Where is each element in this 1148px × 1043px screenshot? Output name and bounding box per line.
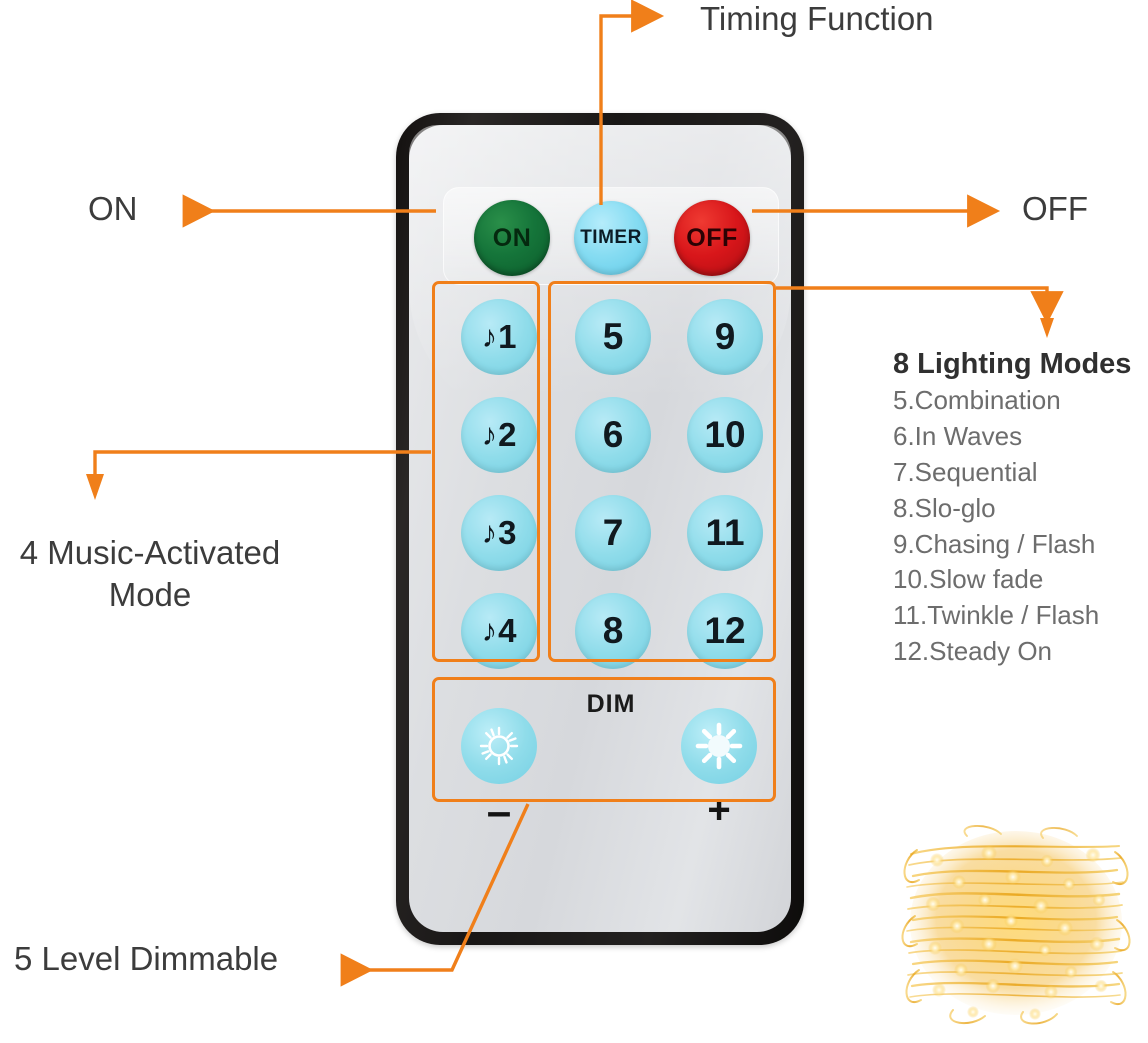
sun-bright-icon <box>695 722 743 770</box>
on-button[interactable]: ON <box>474 200 550 276</box>
dim-down-button[interactable] <box>461 708 537 784</box>
connector-music <box>93 450 431 478</box>
lighting-modes-list: 8 Lighting Modes 5.Combination 6.In Wave… <box>893 348 1148 670</box>
mode-key-9[interactable]: 9 <box>687 299 763 375</box>
timer-button-label: TIMER <box>580 227 642 248</box>
power-button-panel: ON TIMER OFF <box>443 187 779 285</box>
remote-control-body: ON TIMER OFF ♪1 ♪2 ♪3 <box>396 113 804 945</box>
list-item: 5.Combination <box>893 385 1061 415</box>
music-key-2[interactable]: ♪2 <box>461 397 537 473</box>
mode-key-10[interactable]: 10 <box>687 397 763 473</box>
music-key-4[interactable]: ♪4 <box>461 593 537 669</box>
led-bulbs <box>925 845 1108 1020</box>
off-button[interactable]: OFF <box>674 200 750 276</box>
mode-key-5[interactable]: 5 <box>575 299 651 375</box>
music-note-icon: ♪ <box>481 319 498 354</box>
fairy-light-bundle-image <box>901 824 1131 1025</box>
mode-key-10-label: 10 <box>704 414 746 455</box>
list-item: 10.Slow fade <box>893 564 1044 595</box>
list-item: 6.In Waves <box>893 420 1023 451</box>
list-item: 12.Steady On <box>893 636 1052 667</box>
list-item: 11.Twinkle / Flash <box>893 600 1100 631</box>
connector-music-arrowhead <box>86 474 104 500</box>
dim-up-button[interactable] <box>681 708 757 784</box>
mode-key-5-label: 5 <box>602 316 624 357</box>
music-note-icon: ♪ <box>481 613 498 648</box>
on-button-label: ON <box>492 223 532 252</box>
off-button-label: OFF <box>686 223 738 252</box>
sun-small-icon <box>479 726 519 766</box>
music-key-1[interactable]: ♪1 <box>461 299 537 375</box>
callout-timing-label: Timing Function <box>700 0 934 37</box>
keypad: ♪1 ♪2 ♪3 ♪4 5 6 7 <box>443 295 779 683</box>
mode-key-8[interactable]: 8 <box>575 593 651 669</box>
mode-key-12[interactable]: 12 <box>687 593 763 669</box>
mode-key-8-label: 8 <box>602 610 624 651</box>
list-item: 9.Chasing / Flash <box>893 528 1096 559</box>
list-item: 8.Slo-glo <box>893 492 996 523</box>
music-note-icon: ♪ <box>481 417 498 452</box>
music-key-3[interactable]: ♪3 <box>461 495 537 571</box>
music-key-3-number: 3 <box>498 514 517 551</box>
music-keys-highlight-box <box>432 281 540 662</box>
mode-key-7[interactable]: 7 <box>575 495 651 571</box>
mode-key-12-label: 12 <box>704 610 746 651</box>
music-key-1-number: 1 <box>498 318 517 355</box>
mode-key-7-label: 7 <box>602 512 624 553</box>
music-key-4-number: 4 <box>498 612 517 649</box>
music-note-icon: ♪ <box>481 515 498 550</box>
connector-modes <box>776 286 1064 325</box>
mode-key-6-label: 6 <box>602 414 624 455</box>
connector-modes-arrowhead <box>1040 318 1054 338</box>
dim-label: DIM <box>586 690 636 718</box>
mode-key-11[interactable]: 11 <box>687 495 763 571</box>
callout-dimmable-label: 5 Level Dimmable <box>14 940 279 977</box>
mode-key-6[interactable]: 6 <box>575 397 651 473</box>
dim-highlight-box <box>432 677 776 802</box>
callout-music-label: 4 Music-Activated Mode <box>19 534 281 613</box>
mode-key-11-label: 11 <box>705 512 745 553</box>
lighting-modes-title: 8 Lighting Modes <box>893 348 1132 380</box>
mode-key-9-label: 9 <box>714 316 736 357</box>
list-item: 7.Sequential <box>893 456 1038 487</box>
lighting-modes-highlight-box <box>548 281 776 662</box>
music-key-2-number: 2 <box>498 416 517 453</box>
timer-button[interactable]: TIMER <box>574 201 648 275</box>
callout-off-label: OFF <box>1022 190 1088 227</box>
callout-on-label: ON <box>88 190 138 227</box>
